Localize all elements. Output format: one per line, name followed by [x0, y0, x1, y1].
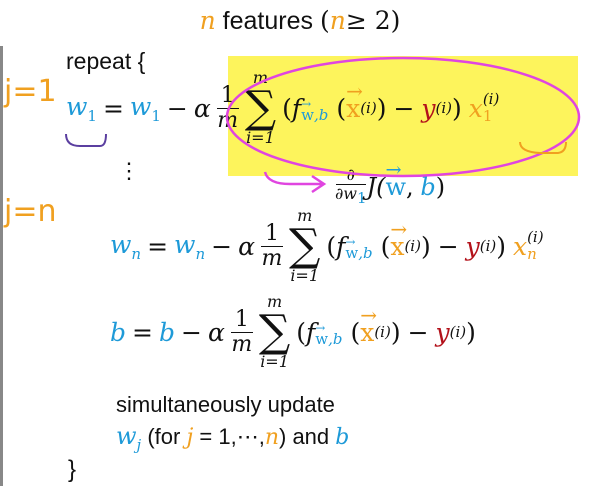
summation: m∑i=1 — [288, 206, 321, 285]
equals: = — [147, 231, 169, 261]
equals: = — [102, 93, 124, 123]
alpha: α — [238, 231, 255, 261]
summand: (fw,b (x(i)) − y(i)) — [296, 303, 476, 349]
title-n: n — [199, 6, 216, 35]
title-cond: ≥ 2) — [345, 6, 401, 35]
update-note: wj (for j = 1,⋯,n) and b — [116, 422, 350, 454]
close-brace: } — [68, 456, 77, 483]
annotation-jn: j=n — [4, 194, 57, 229]
annotation-j1: j=1 — [4, 74, 57, 109]
arrow-icon — [263, 171, 327, 194]
left-border — [0, 46, 3, 486]
highlight-box — [228, 56, 578, 176]
x1-underbrace — [519, 141, 567, 154]
lhs: b — [110, 317, 127, 347]
update-wn: wn = wn − α 1m m∑i=1 (fw,b (x(i)) − y(i)… — [110, 208, 550, 284]
highlight-ellipse — [225, 56, 581, 178]
rhs: wn — [174, 229, 206, 263]
slide-title: n features (n≥ 2) — [0, 6, 600, 36]
equals: = — [132, 317, 153, 347]
rhs: b — [158, 317, 175, 347]
w1-underbrace — [65, 133, 107, 147]
vertical-ellipsis: ⋮ — [118, 158, 140, 183]
title-features: features — [222, 7, 313, 35]
minus: − — [166, 93, 188, 123]
update-w1: w1 = w1 − α 1m m∑i=1 (fw,b (x(i)) − y(i)… — [66, 70, 505, 146]
minus: − — [180, 317, 202, 347]
minus: − — [211, 231, 233, 261]
summand: (fw,b (x(i)) − y(i)) x(i)1 — [282, 79, 499, 125]
alpha: α — [207, 317, 225, 347]
summation: m∑i=1 — [244, 68, 277, 147]
summand: (fw,b (x(i)) − y(i)) x(i)n — [326, 217, 543, 263]
title-paren: (n — [319, 6, 346, 35]
simultaneous-update-text: simultaneously update — [116, 392, 335, 417]
repeat-label: repeat { — [66, 48, 146, 74]
alpha: α — [193, 93, 211, 123]
update-b: b = b − α 1m m∑i=1 (fw,b (x(i)) − y(i)) — [110, 294, 482, 370]
lhs: wn — [110, 229, 142, 263]
rhs: w1 — [129, 91, 161, 125]
lhs: w1 — [66, 91, 97, 125]
summation: m∑i=1 — [258, 292, 291, 371]
